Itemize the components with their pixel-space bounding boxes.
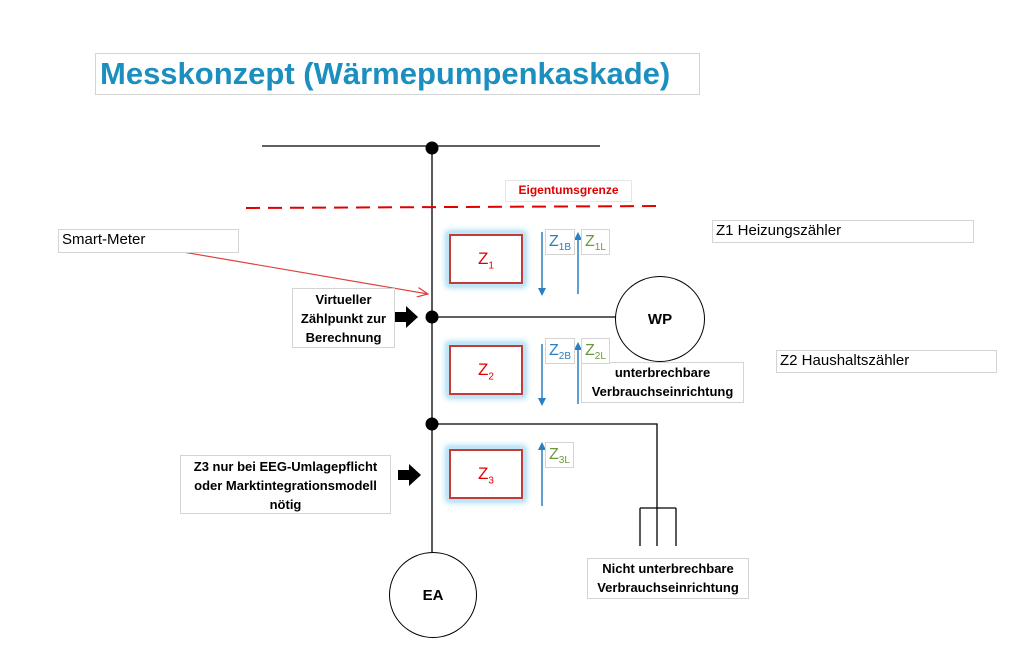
smart-meter-pointer (176, 250, 428, 294)
flow-label-z1b: Z1B (545, 229, 576, 255)
interruptible-load-label: unterbrechbare Verbrauchseinrichtung (581, 362, 744, 403)
z3-note-label: Z3 nur bei EEG-Umlagepflicht oder Markti… (180, 455, 391, 514)
flow-label-z2b: Z2B (545, 338, 576, 364)
wp-label: WP (647, 310, 673, 328)
page-title: Messkonzept (Wärmepumpenkaskade) (95, 53, 700, 95)
flow-label-z3l: Z3L (545, 442, 574, 468)
ea-generation-unit: EA (389, 552, 477, 638)
haushaltszaehler-label: Z2 Haushaltszähler (776, 350, 997, 373)
ownership-boundary-label: Eigentumsgrenze (505, 180, 632, 202)
block-arrow-virtual (395, 306, 418, 328)
node-top (425, 141, 439, 155)
ea-label: EA (422, 586, 444, 604)
flow-label-z1l: Z1L (581, 229, 610, 255)
heizungszaehler-label: Z1 Heizungszähler (712, 220, 974, 243)
non-interruptible-load-label: Nicht unterbrechbare Verbrauchseinrichtu… (587, 558, 749, 599)
meter-z3: Z3 (449, 449, 523, 499)
ownership-boundary-line (245, 205, 665, 209)
wp-heat-pump: WP (615, 276, 705, 362)
virtual-meter-point-label: Virtueller Zählpunkt zur Berechnung (292, 288, 395, 348)
smart-meter-label: Smart-Meter (58, 229, 239, 253)
load-symbol (639, 507, 677, 546)
block-arrow-z3 (398, 464, 421, 486)
load-line (432, 423, 658, 508)
meter-z1: Z1 (449, 234, 523, 284)
meter-z2: Z2 (449, 345, 523, 395)
flow-label-z2l: Z2L (581, 338, 610, 364)
